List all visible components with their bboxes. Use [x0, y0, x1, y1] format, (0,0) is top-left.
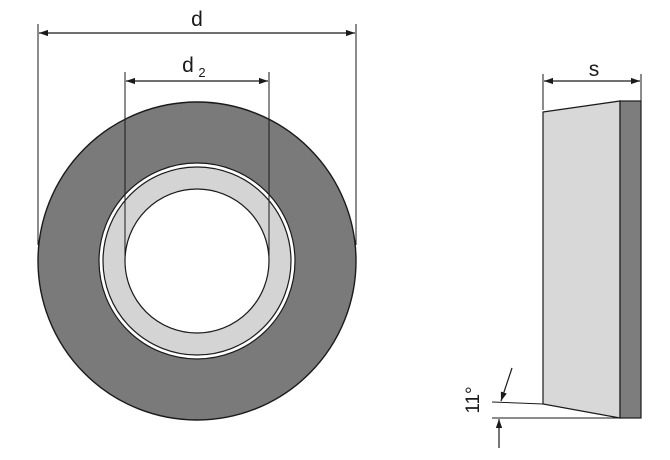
thickness-dimension: s: [542, 58, 642, 110]
angle-arrow-upper: [500, 367, 513, 402]
side-edge-band: [619, 100, 642, 419]
label-d2: d: [182, 54, 194, 77]
front-view: [37, 101, 357, 421]
bore-hole: [124, 188, 270, 334]
label-d: d: [191, 8, 203, 31]
side-face: [542, 100, 621, 419]
angle-dimension: 11°: [463, 367, 620, 448]
outer-diameter-dimension: d: [37, 8, 357, 245]
side-view: [542, 100, 642, 419]
label-angle: 11°: [463, 386, 484, 413]
label-d2-subscript: 2: [198, 65, 205, 80]
inner-diameter-dimension: d 2: [124, 54, 270, 256]
label-s: s: [589, 58, 600, 81]
angle-reference-inclined: [491, 401, 544, 405]
